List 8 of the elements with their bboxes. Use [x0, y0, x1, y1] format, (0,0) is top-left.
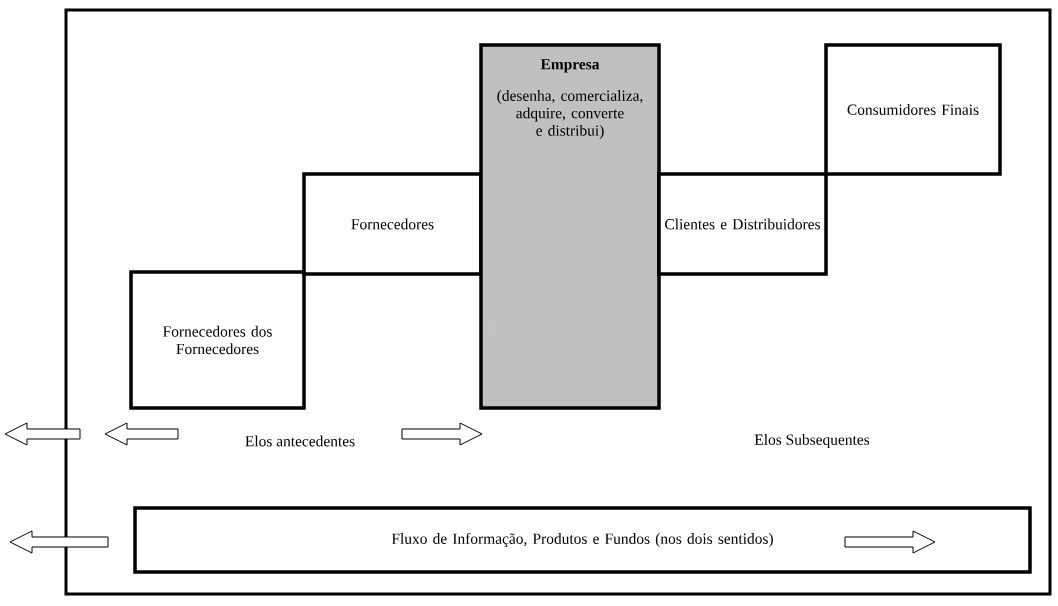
section-label: Elos Subsequentes	[754, 434, 870, 448]
flow-band: Fluxo de Informação, Produtos e Fundos (nos dois sentidos)	[133, 506, 1032, 574]
chain-box: Fornecedores	[302, 172, 483, 276]
section-label: Elos antecedentes	[245, 435, 355, 447]
company-box: Empresa (desenha, comercializa, adquire, converte e distribui)	[479, 43, 661, 410]
chain-box: Fornecedores dos Fornecedores	[129, 270, 306, 410]
chain-box: Consumidores Finais	[824, 43, 1002, 176]
chain-box: Clientes e Distribuidores	[657, 172, 828, 276]
